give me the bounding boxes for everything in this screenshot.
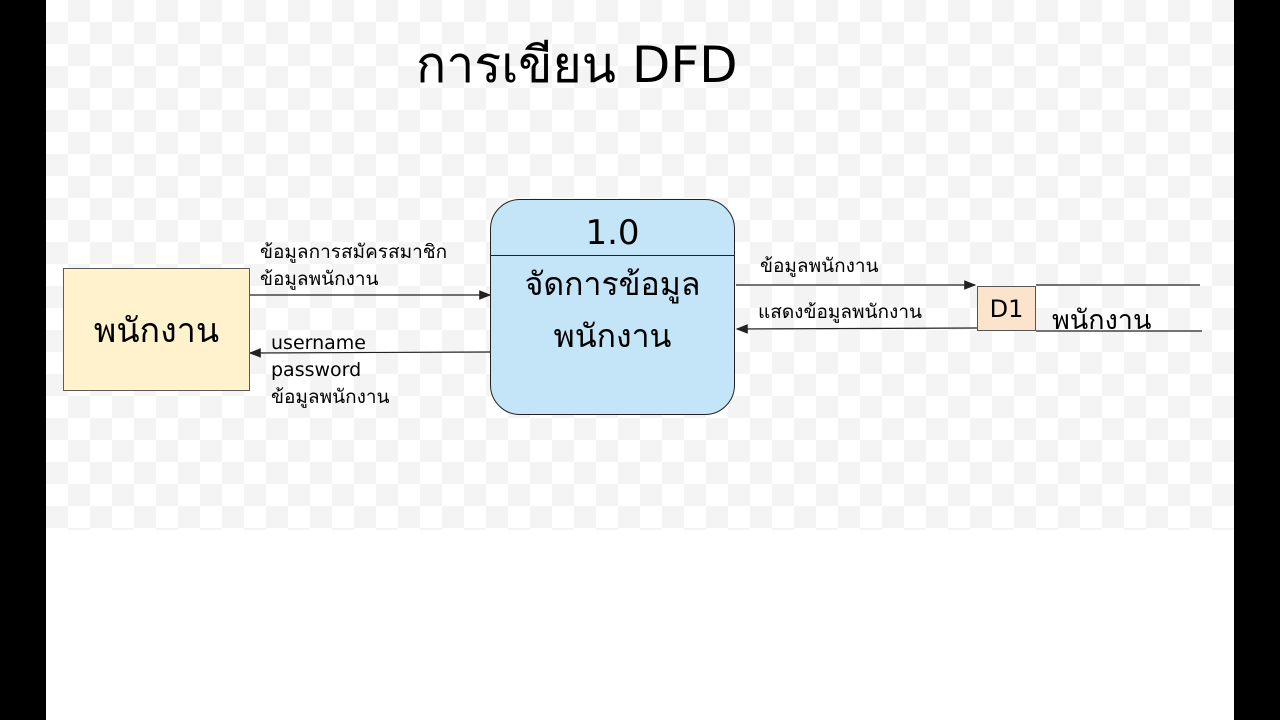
arrow-process-to-entity bbox=[248, 348, 491, 358]
process-manage-employee: 1.0 จัดการข้อมูล พนักงาน bbox=[490, 199, 735, 415]
flow-arrows bbox=[248, 280, 1202, 358]
flow-label-entity-to-process: ข้อมูลการสมัครสมาชิก ข้อมูลพนักงาน bbox=[260, 239, 447, 293]
flow-label-line: ข้อมูลการสมัครสมาชิก bbox=[260, 241, 448, 263]
process-name: จัดการข้อมูล พนักงาน bbox=[491, 256, 734, 362]
data-store-id: D1 bbox=[977, 286, 1036, 331]
flow-label-line: username bbox=[271, 332, 366, 354]
slide-title: การเขียน DFD bbox=[416, 36, 738, 94]
data-store-name: พนักงาน bbox=[1052, 305, 1152, 336]
flow-label-line: ข้อมูลพนักงาน bbox=[260, 268, 379, 290]
process-id: 1.0 bbox=[491, 200, 734, 256]
flow-label-line: ข้อมูลพนักงาน bbox=[760, 255, 879, 277]
flow-label-store-to-process: แสดงข้อมูลพนักงาน bbox=[758, 299, 922, 326]
flow-label-line: ข้อมูลพนักงาน bbox=[271, 386, 390, 408]
process-name-line1: จัดการข้อมูล bbox=[524, 265, 701, 303]
slide: การเขียน DFD พนักงาน 1.0 จัดการข้อมูล พน… bbox=[46, 0, 1234, 720]
flow-label-process-to-store: ข้อมูลพนักงาน bbox=[760, 253, 879, 280]
flow-label-line: แสดงข้อมูลพนักงาน bbox=[758, 301, 922, 323]
external-entity-employee: พนักงาน bbox=[63, 268, 250, 391]
flow-label-line: password bbox=[271, 359, 362, 381]
flow-label-process-to-entity: username password ข้อมูลพนักงาน bbox=[271, 330, 390, 411]
entity-label: พนักงาน bbox=[93, 310, 220, 351]
process-name-line2: พนักงาน bbox=[553, 317, 672, 355]
arrow-store-to-process bbox=[735, 324, 978, 334]
